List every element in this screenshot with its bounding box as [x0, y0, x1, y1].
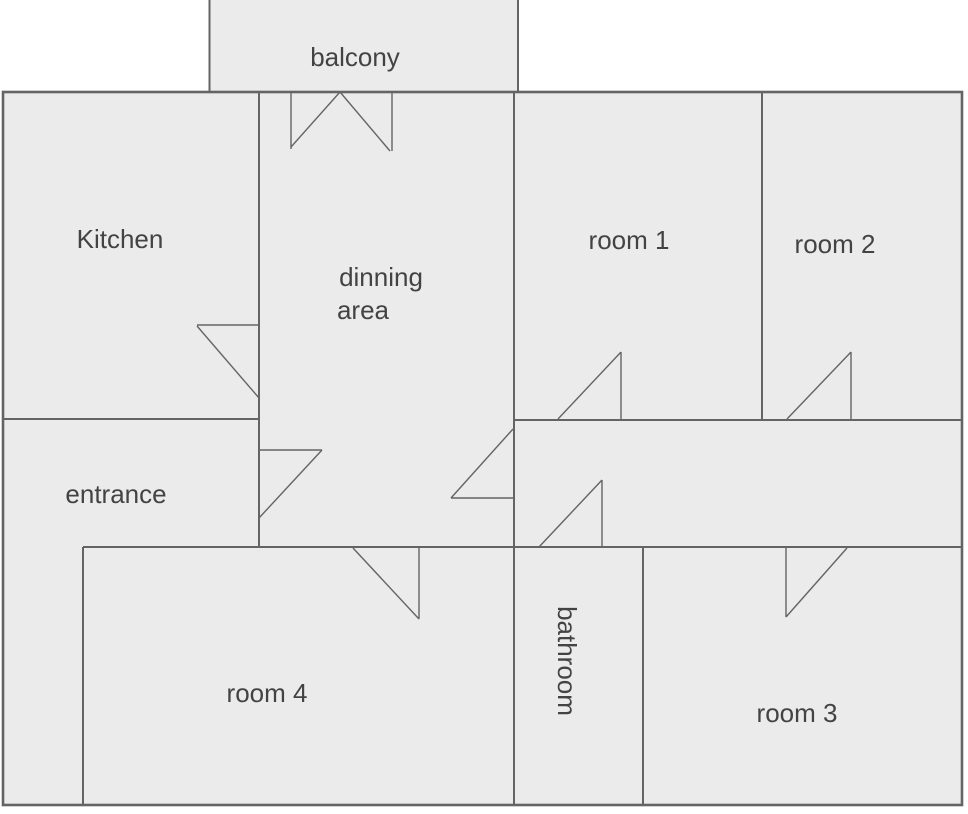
balcony-door-swing	[290, 91, 393, 152]
room-label-room1: room 1	[588, 225, 670, 255]
bathroom-door-swing	[538, 479, 603, 548]
room1-door-swing	[557, 351, 622, 420]
room-label-dinning-line2: area	[336, 295, 390, 325]
door-swings	[196, 91, 852, 620]
room-label-balcony: balcony	[310, 42, 400, 72]
inner-walls	[3, 92, 962, 805]
entrance-door-swing	[258, 449, 323, 519]
kitchen-door-swing	[196, 324, 260, 399]
apartment-outline	[1, 90, 964, 807]
room-label-entrance: entrance	[65, 479, 167, 509]
room-label-room2: room 2	[794, 229, 876, 259]
room-label-room3: room 3	[756, 698, 838, 728]
room-label-kitchen: Kitchen	[76, 224, 164, 254]
room-label-room4: room 4	[226, 678, 308, 708]
room2-door-swing	[786, 351, 852, 420]
room-label-bathroom: bathroom	[552, 606, 582, 716]
room3-door-swing	[785, 547, 848, 618]
room-label-dinning-line1: dinning	[339, 262, 423, 292]
balcony-outline	[208, 0, 519, 92]
room4-door-swing	[352, 547, 420, 620]
dinning-corridor-door-swing	[450, 428, 514, 499]
